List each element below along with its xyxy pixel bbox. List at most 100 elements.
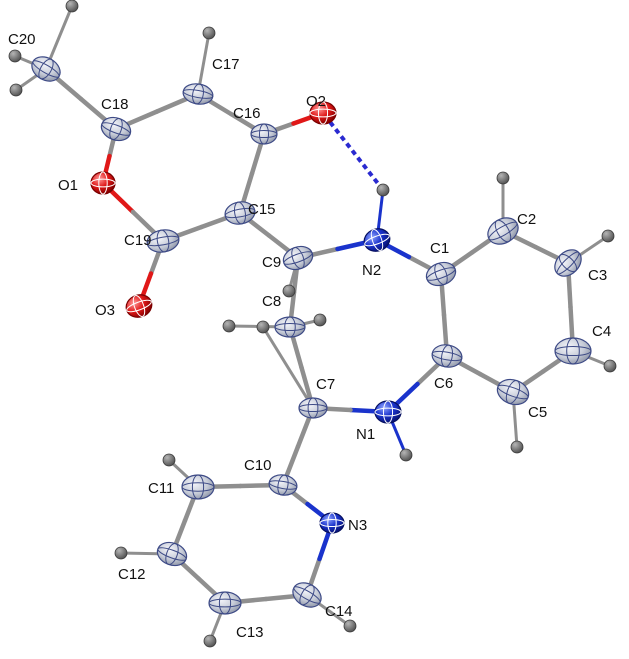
- atom-layer: [8, 0, 617, 648]
- atom-c6: [431, 344, 463, 368]
- atom-ellipsoid-c11: [181, 474, 215, 500]
- atom-axis-h-c11: [181, 482, 215, 492]
- atom-ellipsoid-o3: [125, 294, 153, 318]
- atom-axis-h-c10: [268, 480, 298, 490]
- atom-ellipsoid-n1: [374, 400, 402, 424]
- hydrogen-atom-6: [256, 320, 270, 334]
- atom-n2: [363, 228, 391, 252]
- atom-o2: [309, 101, 337, 125]
- hydrogen-atom-1: [601, 229, 615, 243]
- atom-axis-h-c5: [497, 384, 529, 400]
- label-c18: C18: [101, 96, 129, 113]
- hydrogen-atom-12: [8, 49, 22, 63]
- hydrogen-atom-8: [313, 313, 327, 327]
- label-c17: C17: [212, 56, 240, 73]
- label-c20: C20: [8, 31, 36, 48]
- atom-ellipsoid-o1: [90, 171, 116, 195]
- hydrogen-atom-11: [65, 0, 79, 13]
- hydrogen-atom-17: [343, 619, 357, 633]
- atom-ellipsoid-c8: [274, 316, 306, 338]
- atom-c19: [146, 229, 180, 253]
- atom-ellipsoid-n2: [363, 228, 391, 252]
- atom-axis-v-c4: [566, 337, 580, 365]
- atom-o1: [90, 171, 116, 195]
- atom-axis-v-c10: [277, 474, 289, 496]
- hydrogen-atom-3: [510, 440, 524, 454]
- atom-ellipsoid-c3: [554, 249, 582, 277]
- atom-axis-v-o2: [317, 101, 329, 125]
- atom-axis-v-o3: [132, 295, 146, 317]
- atom-ellipsoid-c14: [292, 582, 322, 608]
- atom-axis-h-c18: [101, 122, 131, 136]
- atom-axis-v-c20: [38, 58, 54, 80]
- label-layer: C1C2C3C4C5C6C7C8C9C10C11C12C13C14C15C16C…: [8, 31, 611, 641]
- atom-axis-v-n3: [327, 512, 337, 534]
- atom-axis-v-c1: [434, 263, 448, 285]
- atom-c8: [274, 316, 306, 338]
- atom-c5: [496, 378, 530, 406]
- atom-axis-h-c1: [426, 267, 456, 281]
- atom-axis-v-c13: [218, 591, 232, 615]
- atom-axis-v-c11: [191, 474, 205, 500]
- atom-axis-h-n3: [319, 519, 345, 527]
- hydrogen-atom-2: [603, 359, 617, 373]
- atom-c11: [181, 474, 215, 500]
- hydrogen-atom-9: [282, 284, 296, 298]
- label-n3: N3: [348, 517, 367, 534]
- atom-axis-h-c13: [208, 598, 242, 608]
- atom-n3: [319, 512, 345, 534]
- hydrogen-atom-16: [203, 634, 217, 648]
- atom-axis-v-n2: [370, 229, 384, 251]
- atom-axis-v-c17: [192, 83, 204, 105]
- atom-ellipsoid-c7: [298, 397, 328, 419]
- atom-n1: [374, 400, 402, 424]
- atom-axis-h-c12: [157, 547, 187, 561]
- hydrogen-atom-4: [399, 448, 413, 462]
- atom-axis-h-o3: [126, 299, 152, 313]
- label-c8: C8: [262, 293, 281, 310]
- atom-axis-h-c7: [298, 404, 328, 412]
- atom-c7: [298, 397, 328, 419]
- atom-axis-v-c8: [284, 316, 296, 338]
- label-n2: N2: [362, 262, 381, 279]
- atom-c9: [282, 245, 314, 271]
- label-c3: C3: [588, 267, 607, 284]
- atom-axis-h-o1: [90, 178, 116, 188]
- atom-axis-h-c8: [274, 323, 306, 331]
- atom-axis-h-o2: [309, 108, 337, 118]
- label-c2: C2: [517, 211, 536, 228]
- atom-axis-h-c17: [182, 89, 214, 99]
- atom-c15: [224, 201, 256, 225]
- label-c10: C10: [244, 457, 272, 474]
- label-c15: C15: [248, 201, 276, 218]
- atom-axis-h-c19: [146, 235, 180, 247]
- atom-axis-v-c12: [165, 543, 179, 565]
- atom-c18: [100, 116, 132, 142]
- atom-c14: [292, 582, 322, 608]
- atom-o3: [125, 294, 153, 318]
- hydrogen-atom-14: [162, 453, 176, 467]
- hydrogen-bond-layer: [321, 111, 385, 192]
- atom-axis-h-c3: [556, 251, 580, 275]
- atom-axis-h-c6: [431, 350, 463, 362]
- atom-axis-h-c4: [554, 345, 592, 357]
- atom-ellipsoid-c4: [554, 337, 592, 365]
- label-n1: N1: [356, 426, 375, 443]
- atom-ellipsoid-c16: [250, 123, 278, 145]
- atom-axis-h-n2: [364, 233, 390, 247]
- atom-c2: [487, 217, 519, 245]
- label-c9: C9: [262, 254, 281, 271]
- hydrogen-atom-5: [376, 183, 390, 197]
- atom-axis-v-c16: [258, 123, 270, 145]
- atom-c12: [156, 541, 188, 567]
- label-o3: O3: [95, 302, 115, 319]
- atom-c17: [182, 83, 214, 105]
- atom-axis-v-c9: [291, 247, 305, 269]
- atom-axis-h-c20: [32, 60, 60, 78]
- label-c12: C12: [118, 566, 146, 583]
- atom-c13: [208, 591, 242, 615]
- atom-c1: [425, 261, 457, 287]
- label-c13: C13: [236, 624, 264, 641]
- hydrogen-atom-10: [202, 26, 216, 40]
